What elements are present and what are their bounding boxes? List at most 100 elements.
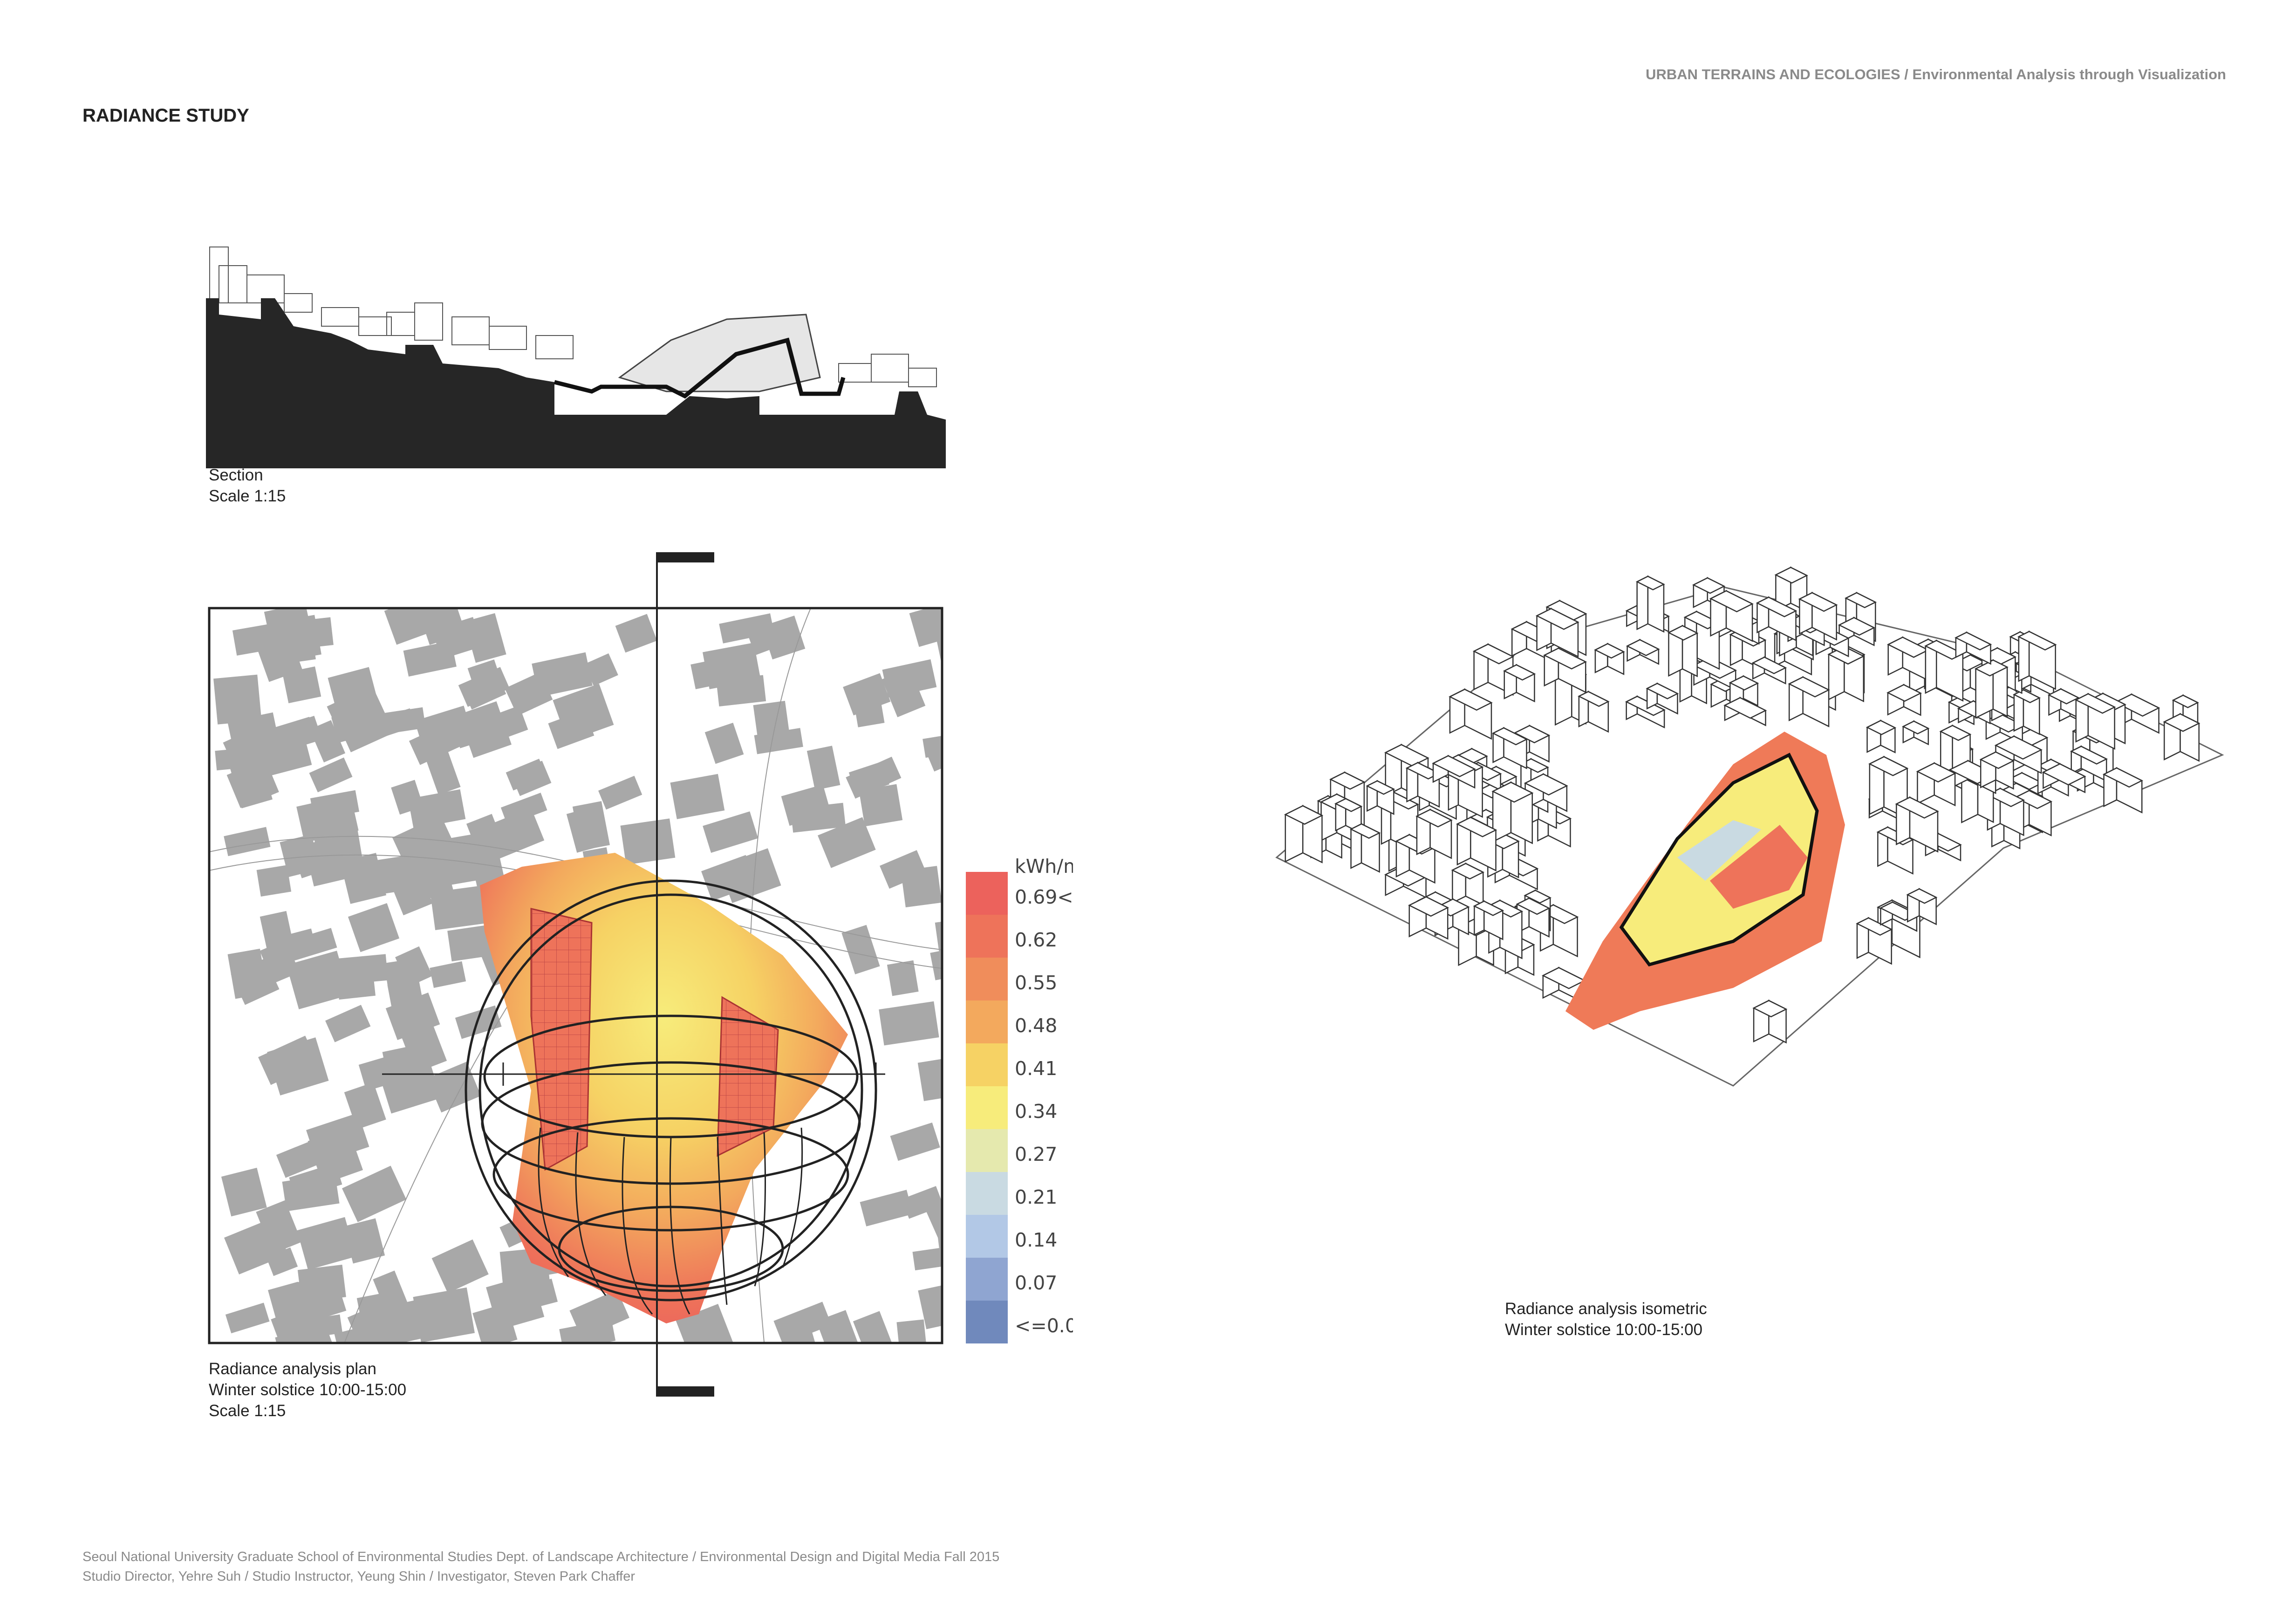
iso-building — [1366, 780, 1395, 815]
iso-building — [1788, 676, 1830, 727]
section-caption-scale: Scale 1:15 — [209, 487, 286, 505]
iso-building — [2042, 763, 2086, 794]
plan-building — [225, 1302, 270, 1334]
plan-building — [430, 961, 466, 988]
section-cut-marker-bottom — [656, 1386, 714, 1397]
plan-building — [879, 1001, 939, 1046]
legend-label: 0.21 — [1015, 1186, 1058, 1208]
plan-building — [917, 1056, 942, 1101]
legend-swatch — [966, 1000, 1008, 1043]
iso-building — [1491, 727, 1528, 769]
plan-building — [258, 639, 303, 682]
footer-institution: Seoul National University Graduate Schoo… — [82, 1549, 1000, 1564]
iso-building — [1866, 719, 1897, 754]
plan-building — [918, 1280, 942, 1329]
header-course: URBAN TERRAINS AND ECOLOGIES — [1646, 66, 1900, 82]
plan-building — [584, 653, 618, 686]
iso-building — [1827, 645, 1865, 703]
legend-swatch — [966, 872, 1008, 915]
plan-building — [464, 613, 506, 663]
iso-building — [1886, 684, 1922, 716]
iso-building — [1408, 896, 1449, 940]
section-cut-marker-top — [656, 552, 714, 562]
section-background-buildings — [209, 247, 937, 387]
iso-caption: Radiance analysis isometric Winter solst… — [1505, 1298, 1707, 1340]
plan-building — [408, 789, 466, 829]
plan-building — [348, 903, 400, 952]
iso-building — [1756, 596, 1797, 642]
legend-swatch — [966, 1215, 1008, 1258]
plan-caption-title: Radiance analysis plan — [209, 1360, 376, 1378]
plan-building — [327, 685, 388, 740]
section-caption: Section Scale 1:15 — [209, 465, 286, 507]
plan-axis-line — [382, 1062, 885, 1086]
plan-building — [215, 748, 241, 771]
plan-building — [890, 1122, 940, 1161]
plan-building — [882, 659, 937, 698]
legend-label: <=0.0 — [1015, 1315, 1073, 1337]
plan-building — [224, 1218, 288, 1275]
plan-building — [384, 608, 449, 645]
iso-building — [1895, 796, 1939, 853]
plan-building — [414, 706, 473, 751]
plan-building — [213, 674, 262, 725]
iso-building — [1284, 805, 1324, 863]
plan-building — [880, 850, 927, 889]
plan-building — [390, 870, 433, 916]
iso-building — [1906, 888, 1938, 925]
legend-label: 0.41 — [1015, 1057, 1058, 1080]
iso-building — [1456, 816, 1497, 872]
plan-building — [358, 1057, 393, 1091]
plan-building — [703, 643, 761, 689]
iso-building — [1709, 589, 1754, 642]
iso-radiance-blue — [1677, 820, 1761, 881]
section-caption-title: Section — [209, 466, 263, 484]
plan-building — [524, 1278, 558, 1309]
iso-building — [1543, 647, 1587, 693]
iso-building — [1838, 617, 1876, 646]
plan-building — [719, 613, 774, 644]
iso-building — [1432, 754, 1476, 789]
iso-building — [1503, 664, 1536, 703]
legend-swatch — [966, 1172, 1008, 1215]
plan-building — [615, 614, 657, 653]
footer-credits: Studio Director, Yehre Suh / Studio Inst… — [82, 1569, 635, 1584]
plan-building — [500, 793, 547, 825]
plan-building — [569, 1289, 629, 1339]
plan-building — [854, 699, 885, 727]
legend-label: 0.27 — [1015, 1143, 1058, 1165]
plan-building — [598, 775, 642, 810]
plan-building — [286, 951, 349, 1009]
iso-caption-time: Winter solstice 10:00-15:00 — [1505, 1321, 1703, 1339]
plan-building — [704, 722, 744, 764]
plan-building — [924, 1190, 942, 1239]
plan-building — [384, 959, 411, 987]
plan-building — [806, 746, 840, 790]
iso-building — [1856, 917, 1893, 965]
plan-building — [924, 730, 942, 772]
plan-building — [572, 801, 610, 851]
plan-building — [373, 1270, 408, 1312]
plan-building — [296, 795, 359, 843]
legend-swatch — [966, 1258, 1008, 1301]
section-drawing — [206, 247, 946, 468]
plan-building — [786, 1330, 820, 1343]
legend-label: 0.69< — [1015, 886, 1073, 908]
plan-building — [342, 1165, 407, 1222]
section-terrain — [206, 298, 946, 468]
plan-building — [718, 848, 781, 903]
iso-building — [1723, 697, 1767, 726]
iso-building — [1449, 688, 1493, 740]
legend-swatch — [966, 1043, 1008, 1086]
iso-building — [1667, 624, 1699, 678]
iso-buildings — [1284, 566, 2200, 1044]
plan-building — [227, 948, 268, 999]
legend-swatch — [966, 915, 1008, 958]
plan-building — [276, 1137, 330, 1178]
plan-building — [860, 1190, 913, 1227]
legend-swatch — [966, 1301, 1008, 1343]
iso-building — [1626, 638, 1660, 665]
iso-building — [1535, 608, 1579, 658]
legend-swatch — [966, 1086, 1008, 1129]
iso-building — [1751, 656, 1787, 685]
